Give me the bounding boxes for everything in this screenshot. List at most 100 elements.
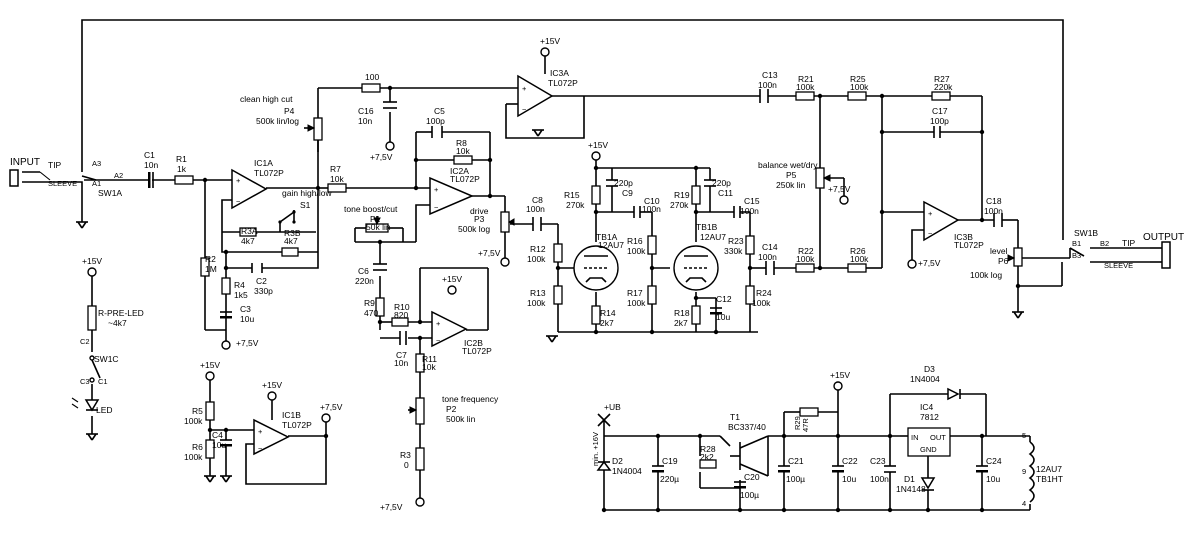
capacitor-c15: [733, 206, 741, 218]
resistor-r24: [745, 285, 755, 305]
svg-text:100: 100: [365, 72, 379, 82]
rail-icon: [415, 497, 425, 507]
svg-text:100k: 100k: [184, 452, 203, 462]
svg-text:R3A: R3A: [241, 226, 258, 236]
svg-text:+15V: +15V: [262, 380, 282, 390]
svg-text:100k log: 100k log: [970, 270, 1002, 280]
svg-text:R21: R21: [798, 74, 814, 84]
svg-text:R17: R17: [627, 288, 643, 298]
resistor-r100: [361, 83, 381, 93]
resistor-r12: [553, 243, 563, 263]
svg-text:BC337/40: BC337/40: [728, 422, 766, 432]
capacitor-c21: [778, 465, 790, 473]
svg-text:C22: C22: [842, 456, 858, 466]
svg-text:−: −: [434, 203, 439, 212]
svg-text:R27: R27: [934, 74, 950, 84]
svg-text:R15: R15: [564, 190, 580, 200]
svg-text:9: 9: [1022, 467, 1026, 476]
capacitor-c19: [652, 465, 664, 473]
capacitors: [148, 89, 1003, 489]
svg-text:10k: 10k: [330, 174, 344, 184]
svg-text:270k: 270k: [670, 200, 689, 210]
svg-text:SW1A: SW1A: [98, 188, 122, 198]
svg-text:100k: 100k: [627, 246, 646, 256]
svg-text:−: −: [258, 444, 263, 453]
svg-text:100n: 100n: [870, 474, 889, 484]
svg-text:220µ: 220µ: [660, 474, 679, 484]
resistor-r23: [745, 235, 755, 255]
svg-text:C23: C23: [870, 456, 886, 466]
svg-text:TIP: TIP: [1122, 238, 1136, 248]
capacitor-c10: [633, 206, 641, 218]
ground-icon: [1012, 311, 1024, 319]
svg-text:C15: C15: [744, 196, 760, 206]
svg-text:470: 470: [364, 308, 378, 318]
jacks: [9, 169, 1171, 269]
pot-p3: [500, 211, 515, 233]
resistor-r7: [327, 183, 347, 193]
svg-text:100k: 100k: [752, 298, 771, 308]
svg-text:TL072P: TL072P: [282, 420, 312, 430]
svg-text:C13: C13: [762, 70, 778, 80]
svg-text:A3: A3: [92, 159, 101, 168]
capacitor-c12: [710, 307, 722, 315]
svg-text:100k: 100k: [184, 416, 203, 426]
svg-text:−: −: [436, 336, 441, 345]
rail-icon: [907, 259, 917, 269]
svg-text:10u: 10u: [716, 312, 730, 322]
svg-text:100n: 100n: [758, 252, 777, 262]
svg-text:10n: 10n: [394, 358, 408, 368]
svg-text:100k: 100k: [850, 82, 869, 92]
svg-text:~4k7: ~4k7: [108, 318, 127, 328]
svg-text:R16: R16: [627, 236, 643, 246]
resistor-r3b: [281, 247, 299, 257]
svg-text:+7,5V: +7,5V: [320, 402, 343, 412]
svg-text:100k: 100k: [796, 82, 815, 92]
svg-text:+15V: +15V: [540, 36, 560, 46]
resistor-r28: [699, 459, 717, 469]
svg-text:R24: R24: [756, 288, 772, 298]
svg-text:250k lin: 250k lin: [776, 180, 806, 190]
svg-text:INPUT: INPUT: [10, 157, 40, 168]
svg-text:−: −: [522, 105, 527, 114]
svg-text:R26: R26: [850, 246, 866, 256]
resistor-r14: [591, 305, 601, 325]
svg-text:R12: R12: [530, 244, 546, 254]
svg-text:IN: IN: [911, 433, 919, 442]
capacitor-c5: [431, 126, 443, 138]
switch-sw1b-icon: [1069, 247, 1085, 257]
capacitor-c18: [993, 213, 1003, 227]
capacitor-c24: [976, 465, 988, 473]
resistors: [87, 83, 951, 471]
svg-text:12AU7: 12AU7: [598, 240, 624, 250]
capacitor-c23: [884, 465, 896, 473]
rail-icon: [447, 285, 457, 295]
svg-text:330k: 330k: [724, 246, 743, 256]
resistor-r21: [795, 91, 815, 101]
svg-text:C18: C18: [986, 196, 1002, 206]
svg-text:R1: R1: [176, 154, 187, 164]
svg-text:C20: C20: [744, 472, 760, 482]
svg-text:SW1C: SW1C: [94, 354, 119, 364]
resistor-r1: [174, 175, 194, 185]
tube-tb1a: [573, 245, 619, 291]
svg-text:D1: D1: [904, 474, 915, 484]
svg-text:B1: B1: [1072, 239, 1081, 248]
opamp-ic1a: +−: [231, 168, 268, 210]
svg-text:100n: 100n: [740, 206, 759, 216]
opamp-ic2a: +−: [429, 176, 474, 216]
resistor-r22: [795, 263, 815, 273]
svg-text:R3B: R3B: [284, 228, 301, 238]
svg-text:100n: 100n: [758, 80, 777, 90]
svg-text:C14: C14: [762, 242, 778, 252]
svg-text:+: +: [258, 427, 263, 436]
svg-text:47R: 47R: [801, 418, 810, 432]
resistor-r5: [205, 401, 215, 421]
svg-text:R5: R5: [192, 406, 203, 416]
svg-text:TB1B: TB1B: [696, 222, 718, 232]
svg-text:min. +16V: min. +16V: [591, 432, 600, 466]
svg-text:+UB: +UB: [604, 402, 621, 412]
svg-text:TL072P: TL072P: [254, 168, 284, 178]
svg-text:R2: R2: [205, 254, 216, 264]
svg-text:500k lin/log: 500k lin/log: [256, 116, 299, 126]
